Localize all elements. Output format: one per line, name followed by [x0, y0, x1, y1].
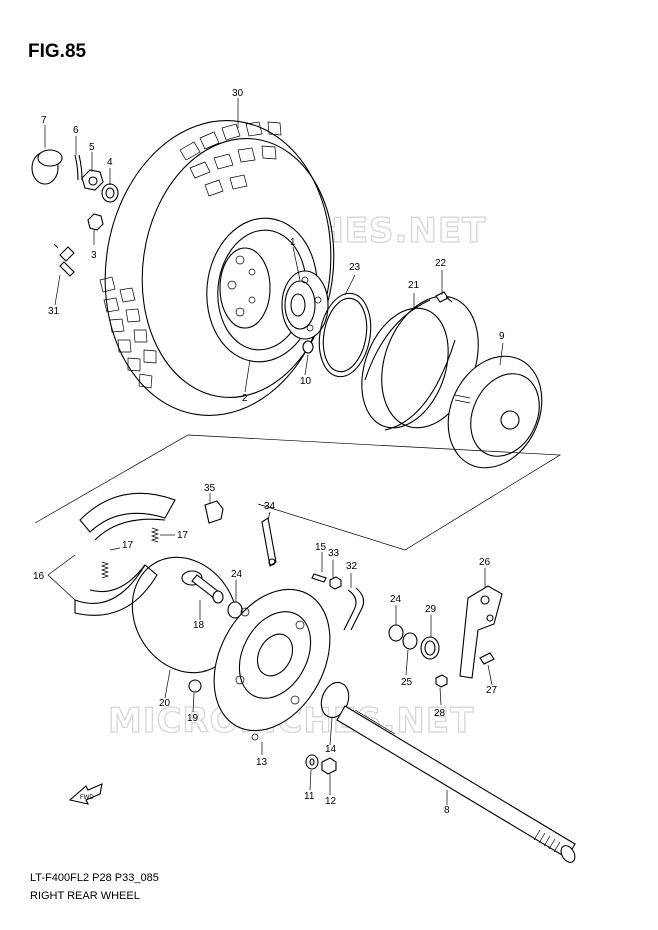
- screw-15: [311, 573, 327, 583]
- shoe-spring-upper: [150, 527, 160, 543]
- callout-30: 30: [232, 88, 244, 99]
- callout-27: 27: [486, 685, 498, 696]
- washer: [101, 183, 119, 203]
- cotter-pin: [74, 154, 83, 181]
- callout-24a: 24: [231, 569, 243, 580]
- brake-shoe-upper: [79, 492, 176, 541]
- callout-14: 14: [325, 744, 337, 755]
- washer-11: [305, 754, 319, 770]
- axle-shaft-8: [336, 705, 576, 863]
- figure-caption: RIGHT REAR WHEEL: [30, 890, 140, 902]
- seal-ring-23: [318, 292, 372, 378]
- callout-21: 21: [408, 280, 420, 291]
- brake-arm-26: [459, 585, 503, 679]
- callout-6: 6: [73, 125, 79, 136]
- callout-12: 12: [325, 796, 337, 807]
- castle-nut: [81, 169, 104, 191]
- seal-24b: [388, 624, 404, 642]
- o-ring-10: [302, 340, 314, 354]
- callout-19: 19: [187, 713, 199, 724]
- callout-31: 31: [48, 306, 60, 317]
- callout-11: 11: [304, 791, 315, 802]
- bolt-22: [435, 291, 453, 303]
- leader-lines: [44, 98, 504, 805]
- hose-32: [343, 587, 365, 631]
- callout-33: 33: [328, 548, 340, 559]
- seal-14: [320, 681, 350, 719]
- brake-shoe-lower: [74, 564, 158, 616]
- callout-29: 29: [425, 604, 437, 615]
- model-code: LT-F400FL2 P28 P33_085: [30, 872, 159, 884]
- callout-26: 26: [479, 557, 491, 568]
- tire-valve: [53, 243, 75, 277]
- brake-lever-34: [261, 517, 277, 567]
- callout-16: 16: [33, 571, 45, 582]
- seal-24a: [227, 601, 243, 619]
- spring-29: [420, 636, 440, 660]
- callout-13: 13: [256, 757, 268, 768]
- callout-28: 28: [434, 708, 446, 719]
- brake-cam-18: [181, 570, 224, 604]
- callout-3: 3: [91, 250, 97, 261]
- callout-2: 2: [242, 393, 248, 404]
- callout-22: 22: [435, 258, 447, 269]
- callouts: 30 7 6 5 4 3 31 1 2 10 23 22 21 9 35 34 …: [33, 88, 505, 816]
- seal-25: [402, 632, 418, 650]
- bolt-19: [188, 679, 202, 693]
- wheel-hub: [281, 270, 329, 340]
- callout-35: 35: [204, 483, 216, 494]
- bracket-35: [204, 500, 224, 524]
- brake-drum-9: [447, 355, 543, 469]
- callout-15: 15: [315, 542, 327, 553]
- figure-title: FIG.85: [28, 41, 87, 62]
- wheel-nut: [87, 213, 104, 231]
- nut-33: [329, 576, 342, 590]
- callout-7: 7: [41, 115, 47, 126]
- callout-8: 8: [444, 805, 450, 816]
- fwd-arrow-icon: FWD: [68, 783, 103, 805]
- assembly-outline: [34, 434, 562, 551]
- nut-28: [435, 674, 448, 688]
- callout-32: 32: [346, 561, 358, 572]
- callout-18: 18: [193, 620, 205, 631]
- callout-9: 9: [499, 331, 505, 342]
- plug-12: [321, 757, 337, 775]
- callout-17b: 17: [122, 540, 134, 551]
- callout-17a: 17: [177, 530, 189, 541]
- callout-25: 25: [401, 677, 413, 688]
- fwd-label: FWD: [80, 795, 94, 801]
- callout-10: 10: [300, 376, 312, 387]
- callout-20: 20: [159, 698, 171, 709]
- bolt-27: [479, 652, 495, 665]
- callout-4: 4: [107, 157, 113, 168]
- brake-panel-13: [213, 588, 331, 741]
- callout-23: 23: [349, 262, 361, 273]
- callout-34: 34: [264, 501, 276, 512]
- callout-5: 5: [89, 142, 95, 153]
- callout-1: 1: [290, 237, 296, 248]
- shoe-spring-lower: [100, 561, 110, 579]
- callout-24b: 24: [390, 594, 402, 605]
- hub-cap: [31, 149, 63, 185]
